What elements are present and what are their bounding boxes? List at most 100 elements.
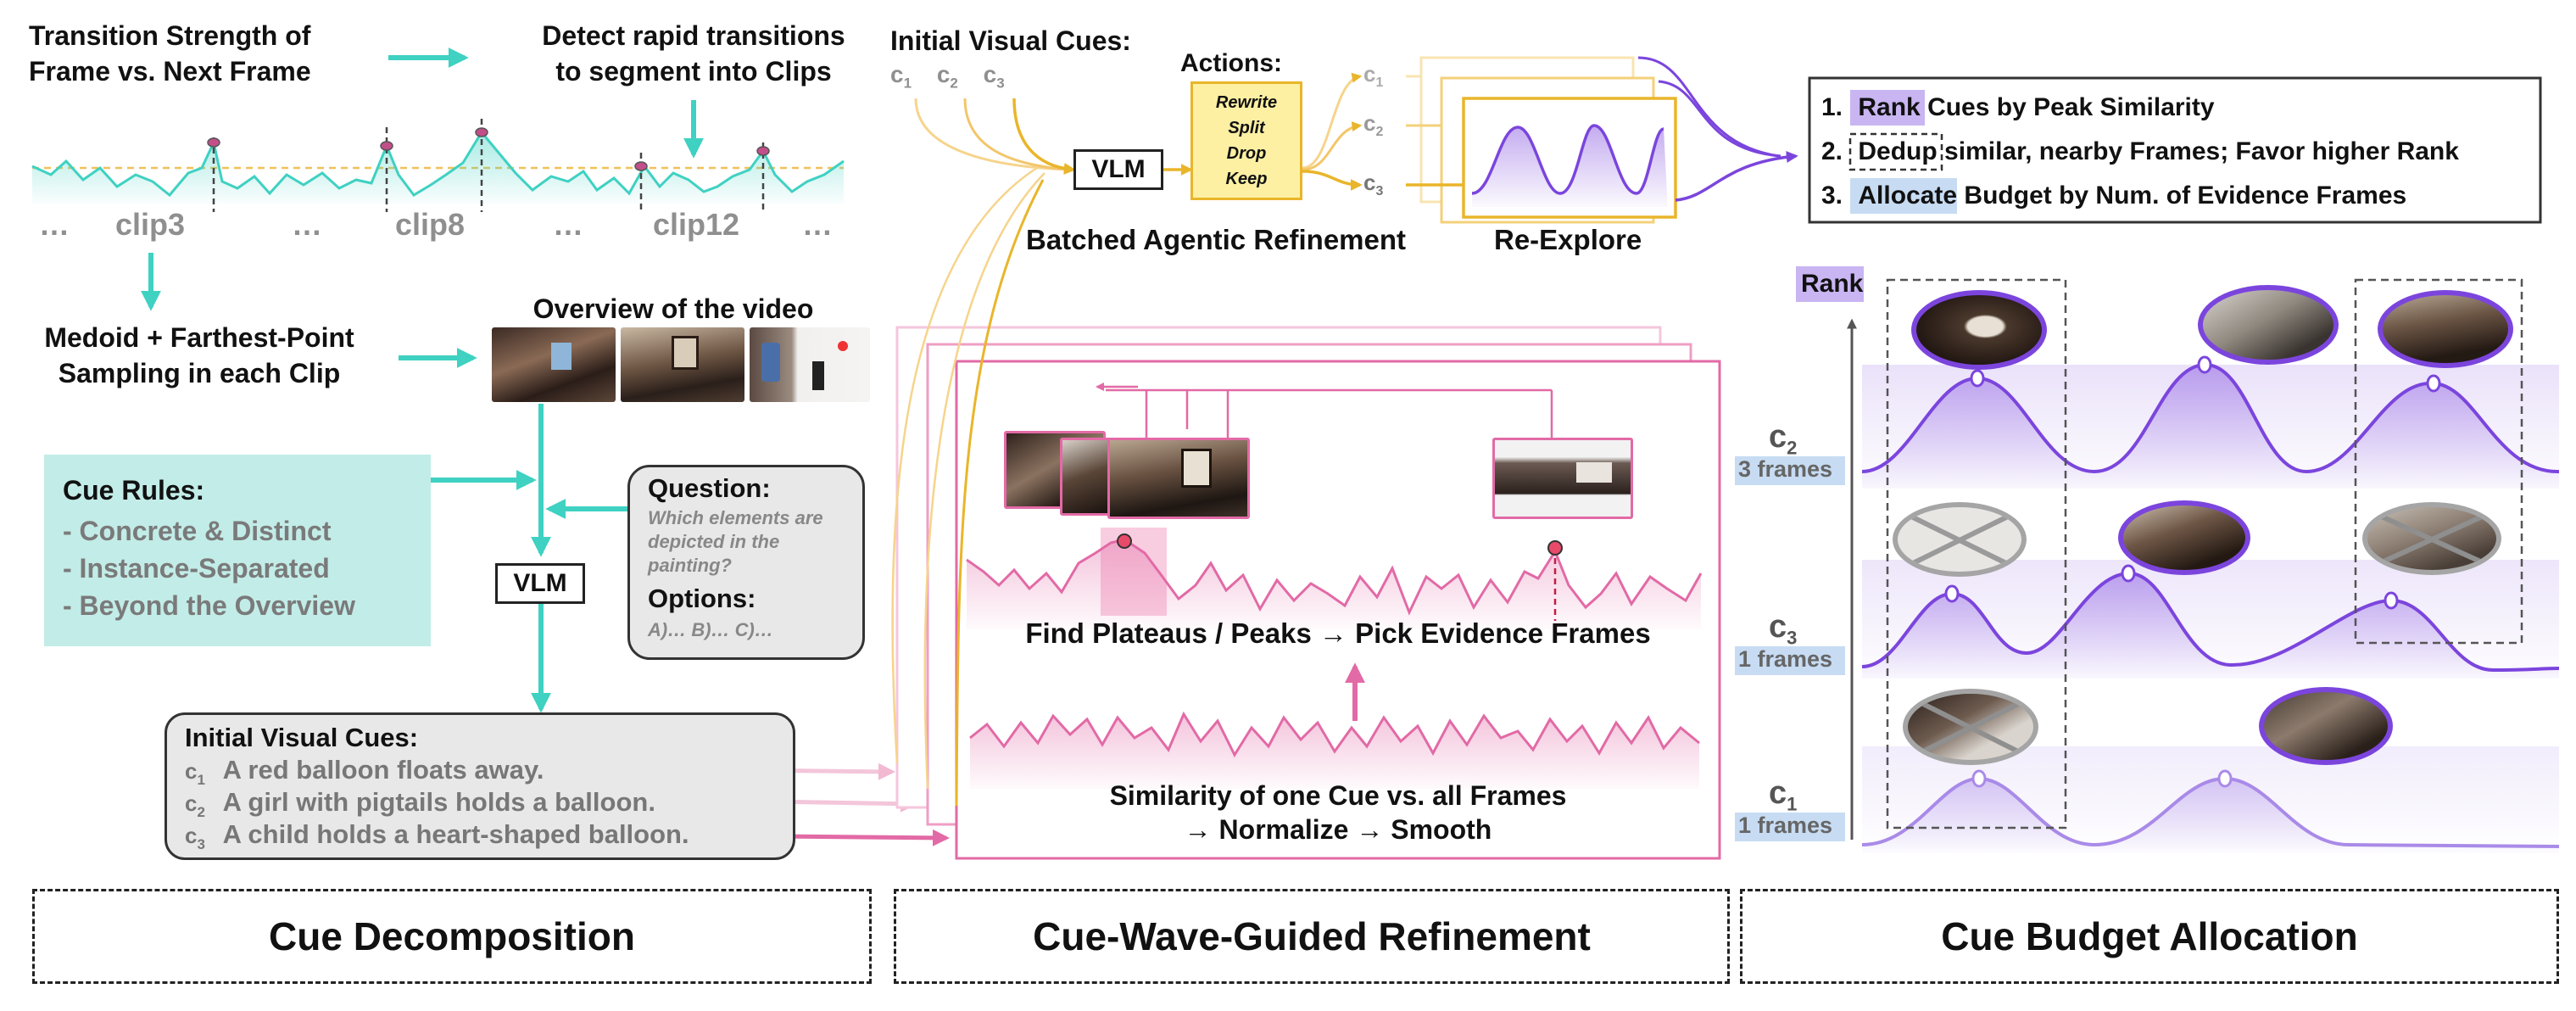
arrow-actions-c2: [1302, 121, 1363, 171]
similarity-wave: [969, 711, 1700, 758]
row-c3-frames: 1 frames: [1738, 646, 1833, 672]
arrow-actions-c1: [1302, 72, 1363, 170]
row-c3-label: c3: [1769, 609, 1798, 649]
vlm-box-left: VLM: [495, 563, 585, 604]
find-label: Find Plateaus / Peaks → Pick Evidence Fr…: [1025, 617, 1651, 649]
initial-cues-box: [164, 712, 795, 860]
question-text-3: painting?: [648, 555, 732, 576]
reexplore-label: Re-Explore: [1494, 224, 1642, 255]
peak-dot-1: [1117, 533, 1132, 549]
middle-cue-2: c2: [936, 61, 958, 92]
overview-thumb-1: [492, 327, 616, 402]
step-3: 3. Allocate Budget by Num. of Evidence F…: [1821, 182, 2406, 210]
reexplore-wave: [1471, 124, 1664, 195]
rank-peak-markers: [1944, 355, 2441, 788]
link-purple-2: [1658, 80, 1781, 158]
step-1-num: 1.: [1821, 93, 1843, 121]
frame-shape: [672, 336, 699, 370]
cue-3-text: A child holds a heart-shaped balloon.: [222, 819, 689, 849]
refined-cue-1: c1: [1363, 61, 1384, 91]
initial-cues-title-left: Initial Visual Cues:: [185, 723, 419, 752]
screen-shape: [1576, 462, 1612, 483]
action-keep: Keep: [1225, 170, 1268, 188]
allocate-highlight: [1850, 178, 1957, 214]
cue-rule-2: - Instance-Separated: [63, 553, 330, 584]
question-text-2: depicted in the: [648, 531, 780, 552]
oval-c3-dropped-1: [1893, 502, 2027, 577]
action-rewrite: Rewrite: [1215, 93, 1278, 112]
cross-icon: [2374, 511, 2490, 567]
link-cue3-up: [955, 179, 1045, 807]
row-c1-label: c1: [1769, 775, 1798, 815]
balloon-shape: [838, 341, 848, 351]
rank-highlight: [1850, 90, 1925, 126]
row-c2-frames: 3 frames: [1738, 456, 1833, 482]
vlm-label-middle: VLM: [1091, 155, 1146, 183]
cue-rule-1: - Concrete & Distinct: [63, 516, 332, 546]
step-3-num: 3.: [1821, 182, 1843, 209]
wave-c1: [1861, 776, 2560, 848]
cue-1-sub: 1: [197, 772, 205, 789]
cue-2-sub: 2: [197, 804, 205, 821]
actions-box: Rewrite Split Drop Keep: [1190, 81, 1302, 200]
oval-c3-selected: [2118, 500, 2250, 575]
medoid-line1: Medoid + Farthest-Point: [44, 322, 354, 353]
row-c2-frames-bg: [1735, 456, 1845, 485]
link-cue1-up: [891, 165, 1040, 764]
middle-cue-3: c3: [983, 61, 1005, 92]
link-cue2-up: [923, 172, 1045, 790]
overview-title: Overview of the video: [532, 293, 814, 324]
step-1-key: Rank: [1858, 93, 1921, 121]
step-2: 2. Dedup similar, nearby Frames; Favor h…: [1821, 137, 2459, 166]
step-2-key: Dedup: [1858, 137, 1938, 165]
question-text-1: Which elements are: [648, 507, 823, 528]
transition-title-line2: Frame vs. Next Frame: [29, 56, 311, 87]
cue-3-sub: 3: [197, 836, 205, 853]
cue-3-row: c3 A child holds a heart-shaped balloon.: [185, 819, 689, 853]
arrow-c3-to-vlm: [1012, 98, 1076, 175]
oval-c1-dropped: [1903, 689, 2038, 765]
row-c1-frames: 1 frames: [1738, 813, 1833, 838]
similarity-line1: Similarity of one Cue vs. all Frames: [1109, 780, 1567, 811]
medoid-line2: Sampling in each Clip: [58, 358, 341, 388]
peak-dots: [207, 127, 770, 171]
oval-c3-dropped-2: [2362, 502, 2501, 575]
question-box: [627, 465, 865, 660]
clip-ellipsis-2: …: [292, 207, 322, 242]
reexplore-wave-fill: [1472, 126, 1667, 207]
row-c1-frames-bg: [1735, 813, 1845, 841]
evidence-thumb-4: [1492, 438, 1633, 519]
detect-title-line1: Detect rapid transitions: [542, 20, 845, 51]
cue-2-id: c: [185, 790, 198, 816]
dedup-highlight: [1848, 132, 1943, 171]
transition-title-line1: Transition Strength of: [29, 20, 311, 51]
link-purple-1: [1637, 56, 1780, 158]
action-drop: Drop: [1226, 144, 1267, 163]
clip-ellipsis-1: …: [39, 207, 70, 242]
action-split: Split: [1228, 119, 1265, 137]
batched-label: Batched Agentic Refinement: [1026, 224, 1407, 255]
initial-cues-title-middle: Initial Visual Cues:: [890, 25, 1131, 56]
panel-title-cue-decomposition: Cue Decomposition: [32, 889, 872, 984]
detect-title-line2: to segment into Clips: [555, 56, 832, 87]
cue-1-row: c1 A red balloon floats away.: [185, 755, 544, 789]
girl-shape: [812, 361, 824, 390]
arrow-c2-to-vlm: [963, 98, 1071, 171]
cue-1-text: A red balloon floats away.: [222, 755, 544, 785]
clip-ellipsis-3: …: [553, 207, 583, 242]
cue-2-text: A girl with pigtails holds a balloon.: [222, 787, 655, 817]
evidence-thumb-3: [1107, 438, 1250, 519]
step-2-rest: similar, nearby Frames; Favor higher Ran…: [1937, 137, 2459, 165]
panel-title-cue-wave-refinement: Cue-Wave-Guided Refinement: [894, 889, 1730, 984]
vlm-box-middle: VLM: [1073, 149, 1163, 190]
similarity-line2: → Normalize → Smooth: [1184, 814, 1492, 845]
oval-c2-2: [2198, 285, 2339, 365]
dedup-box-left: [1886, 278, 2067, 829]
actions-title: Actions:: [1180, 49, 1282, 77]
clip-label-8: clip8: [395, 207, 466, 242]
cue-rules-title: Cue Rules:: [63, 475, 205, 506]
peak-dot-2: [1547, 540, 1563, 556]
oval-c2-3: [2378, 290, 2513, 368]
options-title: Options:: [648, 584, 756, 613]
